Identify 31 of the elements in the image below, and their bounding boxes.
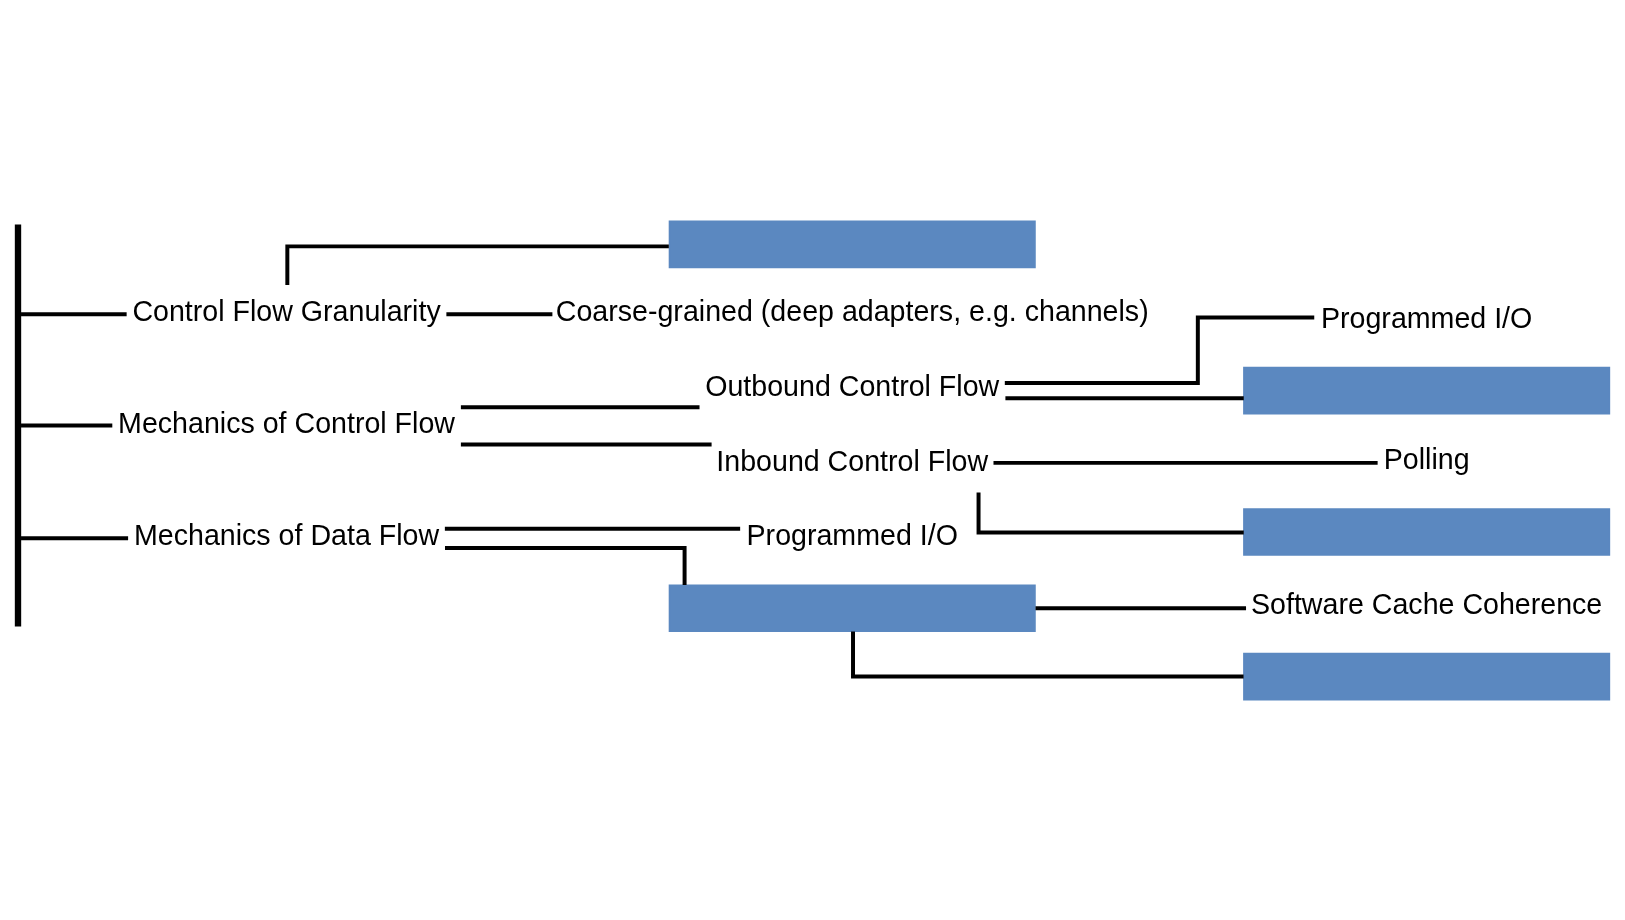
connector	[285, 243, 669, 285]
node-text: Inbound Control Flow	[716, 444, 989, 477]
node-text: Polling	[1383, 442, 1470, 475]
connector	[21, 311, 127, 316]
node-text: Coarse-grained (deep adapters, e.g. channels)	[555, 294, 1149, 327]
node-bar	[1243, 366, 1611, 414]
node-text: Control Flow Granularity	[132, 294, 441, 327]
connector	[1005, 395, 1244, 400]
connector	[1004, 315, 1315, 385]
node-text: Programmed I/O	[746, 518, 958, 551]
node-bar	[1243, 507, 1611, 556]
connector	[1035, 605, 1247, 610]
connector	[976, 491, 1244, 534]
node-text: Mechanics of Control Flow	[118, 406, 455, 439]
connector	[21, 535, 129, 540]
connector	[444, 526, 741, 531]
node-text: Programmed I/O	[1320, 301, 1533, 334]
connector	[460, 404, 700, 409]
node-text: Outbound Control Flow	[705, 369, 1000, 402]
node-bar	[1243, 652, 1611, 700]
node-bar	[668, 220, 1036, 268]
connector	[993, 460, 1378, 465]
node-line	[14, 224, 22, 627]
node-text: Software Cache Coherence	[1251, 587, 1603, 620]
node-text: Mechanics of Data Flow	[133, 518, 440, 551]
connector	[460, 442, 712, 447]
connector	[21, 423, 113, 428]
connector	[851, 630, 1244, 679]
node-bar	[668, 583, 1036, 632]
connector	[446, 311, 553, 316]
connector	[445, 545, 687, 585]
